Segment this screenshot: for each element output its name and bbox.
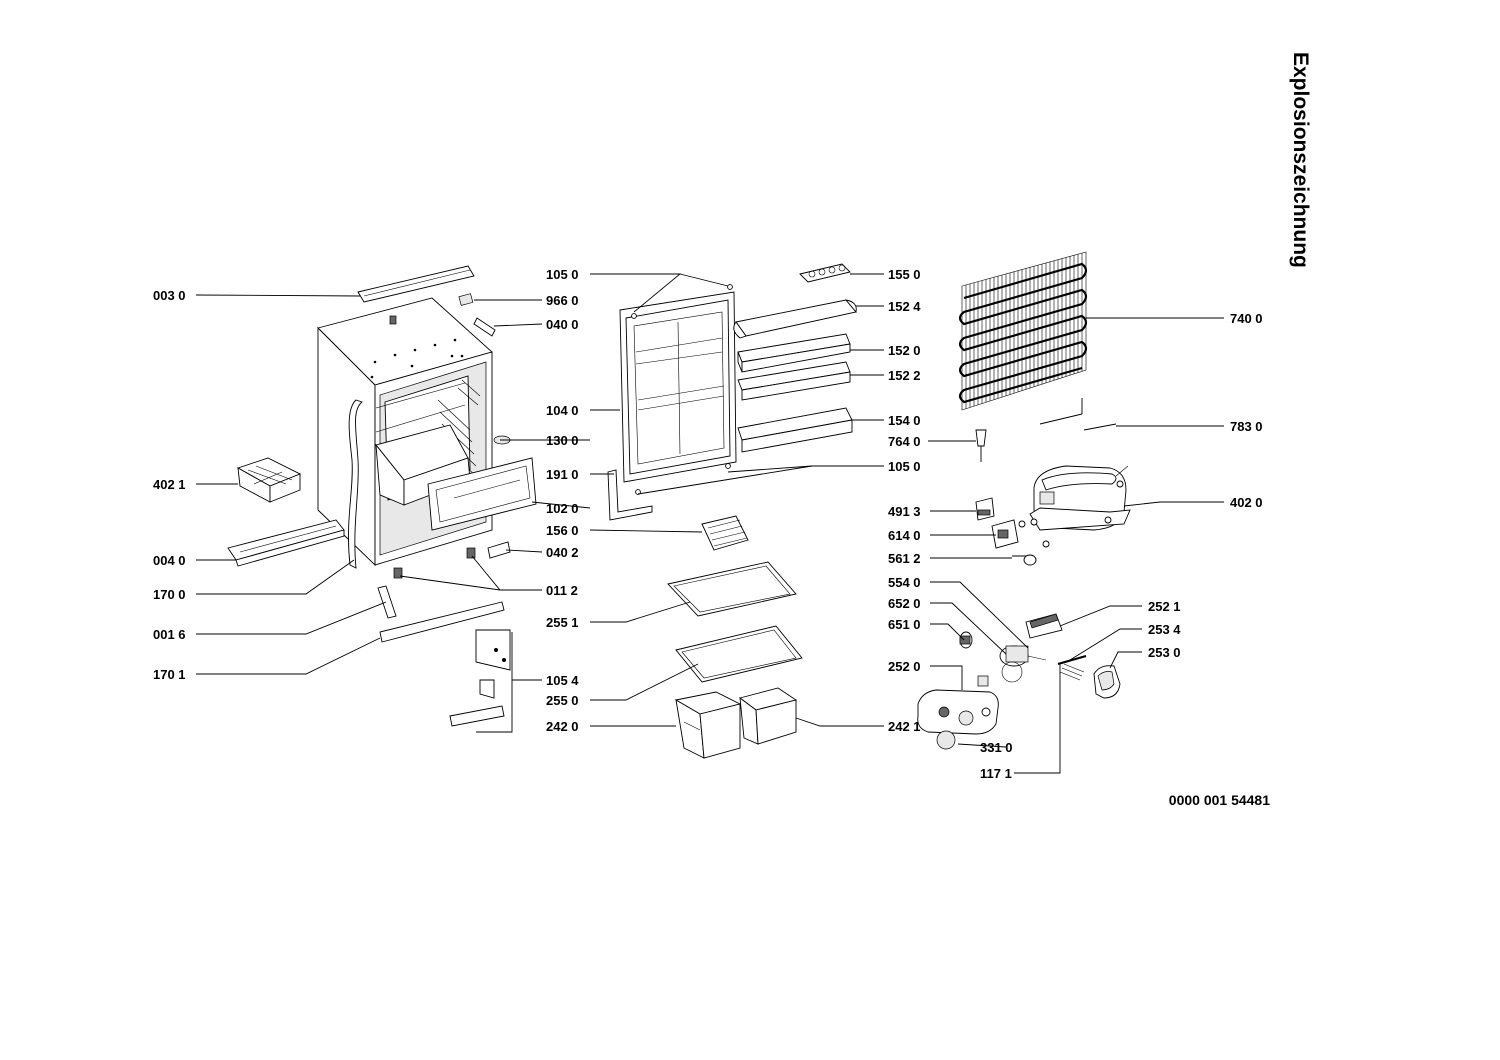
egg-tray (799, 263, 851, 283)
door-shelf-middle (737, 361, 851, 401)
part-label-614-0: 614 0 (888, 528, 921, 543)
door-gasket-corner (607, 469, 653, 521)
hinge-kit (449, 629, 511, 727)
part-label-105-0-bottom: 105 0 (888, 459, 921, 474)
part-label-102-0: 102 0 (546, 501, 579, 516)
crisper-left (674, 691, 742, 759)
butter-cover (733, 299, 857, 339)
part-label-554-0: 554 0 (888, 575, 921, 590)
part-label-491-3: 491 3 (888, 504, 921, 519)
relay-cover (975, 497, 995, 521)
overload-clamp (1012, 540, 1050, 566)
part-label-402-1: 402 1 (153, 477, 186, 492)
part-label-966-0: 966 0 (546, 293, 579, 308)
part-label-331-0: 331 0 (980, 740, 1013, 755)
lamp-cover-shade (1029, 613, 1059, 629)
door-shelf-bottle (737, 407, 853, 453)
cabinet-seal-strip (348, 399, 363, 569)
part-label-242-0: 242 0 (546, 719, 579, 734)
part-label-402-0: 402 0 (1230, 495, 1263, 510)
plinth-strip (379, 601, 505, 643)
ice-grid (701, 515, 749, 551)
part-label-764-0: 764 0 (888, 434, 921, 449)
glass-shelf-lower (675, 625, 803, 683)
part-label-004-0: 004 0 (153, 553, 186, 568)
top-cover (357, 265, 475, 303)
part-label-253-4: 253 4 (1148, 622, 1181, 637)
start-relay (991, 519, 1026, 549)
part-label-152-4: 152 4 (888, 299, 921, 314)
foot-right (466, 547, 476, 559)
drier-tube (1083, 423, 1117, 431)
part-label-154-0: 154 0 (888, 413, 921, 428)
part-label-040-0: 040 0 (546, 317, 579, 332)
knob-small (959, 631, 973, 649)
part-label-040-2: 040 2 (546, 545, 579, 560)
part-label-652-0: 652 0 (888, 596, 921, 611)
leader-lines (195, 273, 1224, 774)
part-label-155-0: 155 0 (888, 267, 921, 282)
part-label-255-1: 255 1 (546, 615, 579, 630)
thermostat-assembly (999, 645, 1047, 683)
base-bracket (377, 585, 397, 619)
screw-bottom-right (725, 463, 731, 469)
part-label-011-2: 011 2 (546, 583, 578, 598)
part-label-104-0: 104 0 (546, 403, 579, 418)
door-panel (619, 291, 737, 483)
part-label-561-2: 561 2 (888, 551, 921, 566)
part-label-253-0: 253 0 (1148, 645, 1181, 660)
part-label-783-0: 783 0 (1230, 419, 1263, 434)
spring-part (1057, 654, 1087, 681)
crisper-right (738, 687, 798, 745)
door-shelf-upper (737, 333, 851, 373)
part-labels: 003 0 966 0 040 0 402 1 004 0 040 2 170 … (153, 267, 1263, 781)
base-rail (227, 519, 345, 567)
capillary-part (975, 429, 987, 462)
freezer-flap (427, 457, 537, 531)
glass-shelf-upper (667, 561, 797, 617)
part-label-152-0: 152 0 (888, 343, 921, 358)
part-label-170-0: 170 0 (153, 587, 186, 602)
part-label-152-2: 152 2 (888, 368, 921, 383)
bulb-holder (977, 675, 989, 687)
part-label-156-0: 156 0 (546, 523, 579, 538)
screw-bottom-left (635, 489, 641, 495)
clip-part (458, 293, 474, 306)
part-label-651-0: 651 0 (888, 617, 921, 632)
part-label-003-0: 003 0 (153, 288, 186, 303)
bottom-hinge (487, 541, 511, 559)
part-label-117-1: 117 1 (980, 766, 1012, 781)
part-label-130-0: 130 0 (546, 433, 579, 448)
part-label-242-1: 242 1 (888, 719, 921, 734)
part-label-001-6: 001 6 (153, 627, 186, 642)
part-label-170-1: 170 1 (153, 667, 186, 682)
compressor (1029, 465, 1131, 531)
thermostat-knob (936, 730, 956, 750)
drawer-cage (236, 457, 302, 503)
end-cap (1093, 665, 1121, 699)
top-hinge (473, 317, 496, 337)
foot-left (393, 567, 403, 579)
part-label-105-0-top: 105 0 (546, 267, 579, 282)
lamp-housing (917, 689, 999, 735)
part-label-255-0: 255 0 (546, 693, 579, 708)
part-label-105-4: 105 4 (546, 673, 579, 688)
cabinet-body (317, 297, 493, 567)
part-label-191-0: 191 0 (546, 467, 579, 482)
part-label-252-0: 252 0 (888, 659, 921, 674)
screw-top-right (727, 284, 733, 290)
condenser-grid (958, 251, 1088, 425)
document-number: 0000 001 54481 (1168, 792, 1270, 808)
screw-top-left (631, 313, 637, 319)
part-label-252-1: 252 1 (1148, 599, 1181, 614)
part-label-740-0: 740 0 (1230, 311, 1263, 326)
